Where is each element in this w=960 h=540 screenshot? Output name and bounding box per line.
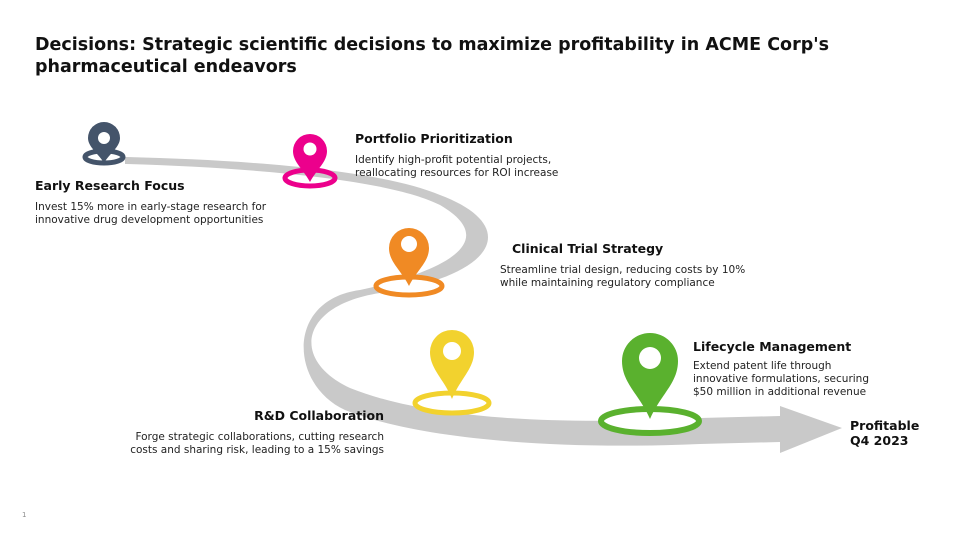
- clinical-description: Streamline trial design, reducing costs …: [500, 264, 746, 289]
- clinical-map-pin-icon: [373, 228, 445, 298]
- goal-line-2: Q4 2023: [850, 433, 909, 448]
- portfolio-map-pin-icon: [282, 134, 338, 189]
- page-number: 1: [22, 511, 27, 519]
- goal-label: Profitable Q4 2023: [850, 418, 919, 448]
- lifecycle-map-pin-icon: [598, 333, 702, 436]
- portfolio-title: Portfolio Prioritization: [355, 131, 513, 146]
- early-research-map-pin-icon: [82, 122, 126, 166]
- rnd-map-pin-icon: [412, 330, 492, 416]
- lifecycle-title: Lifecycle Management: [693, 339, 852, 354]
- road-path: [125, 157, 842, 453]
- rnd-description: Forge strategic collaborations, cutting …: [130, 431, 384, 456]
- lifecycle-description: Extend patent life through innovative fo…: [693, 360, 870, 398]
- rnd-title: R&D Collaboration: [254, 408, 384, 423]
- slide-title: Decisions: Strategic scientific decision…: [35, 35, 829, 77]
- clinical-title: Clinical Trial Strategy: [512, 241, 664, 256]
- early-research-title: Early Research Focus: [35, 178, 185, 193]
- early-research-description: Invest 15% more in early-stage research …: [35, 201, 267, 226]
- goal-line-1: Profitable: [850, 418, 920, 433]
- portfolio-description: Identify high-profit potential projects,…: [355, 154, 559, 179]
